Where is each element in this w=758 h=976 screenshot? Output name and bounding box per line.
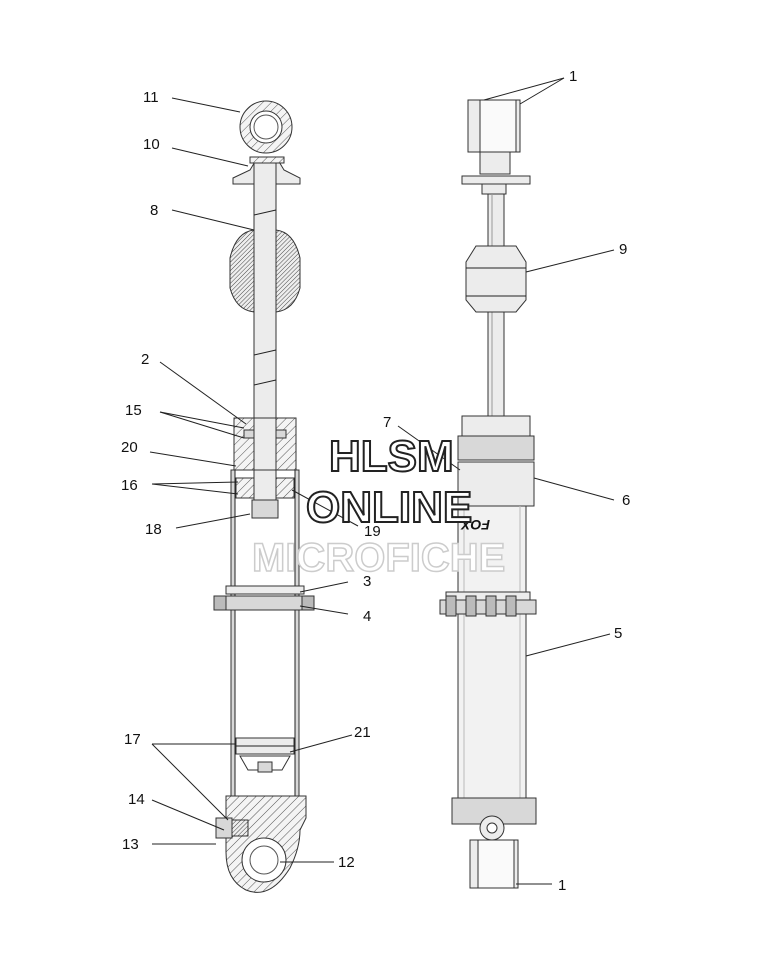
callout-16: 16: [121, 477, 138, 494]
leader-lines: [149, 77, 615, 885]
callout-3: 3: [363, 573, 371, 590]
watermark: HLSM ONLINE MICROFICHE: [251, 431, 506, 581]
watermark-line-2: ONLINE: [306, 483, 472, 532]
callout-4: 4: [363, 608, 371, 625]
bearing-cap: [457, 435, 535, 461]
sectional-view: [213, 100, 315, 893]
seal-head-cap: [461, 415, 531, 437]
callout-17: 17: [124, 731, 141, 748]
callout-13: 13: [122, 836, 139, 853]
callout-20: 20: [121, 439, 138, 456]
callout-9: 9: [619, 241, 627, 258]
shock-body: [457, 505, 527, 807]
watermark-line-3: MICROFICHE: [252, 536, 505, 580]
callout-1-top: 1: [569, 68, 577, 85]
bump-stop: [465, 245, 527, 313]
bumper-left-half: [229, 229, 255, 313]
callout-14: 14: [128, 791, 145, 808]
eyelet-base: [249, 156, 285, 164]
callout-8: 8: [150, 202, 158, 219]
brand-logo: FOX: [460, 517, 490, 533]
piston-shaft: [253, 162, 277, 426]
callout-5: 5: [614, 625, 622, 642]
callout-11: 11: [143, 89, 159, 106]
preload-ring: [225, 585, 305, 595]
callout-2: 2: [141, 351, 149, 368]
callout-labels: 11 10 8 2 15 20 16 18 19 3 4 17 21 14 13…: [121, 68, 630, 894]
callout-21: 21: [354, 724, 371, 741]
watermark-line-1: HLSM: [329, 432, 454, 481]
external-view: FOX: [439, 99, 537, 889]
body-tube-left-wall: [230, 469, 236, 801]
callout-15: 15: [125, 402, 142, 419]
callout-10: 10: [143, 136, 160, 153]
bumper-right-half: [275, 229, 301, 313]
callout-18: 18: [145, 521, 162, 538]
upper-spring-retainer: [461, 175, 531, 185]
callout-1-bottom: 1: [558, 877, 566, 894]
callout-7: 7: [383, 414, 391, 431]
callout-19: 19: [364, 523, 381, 540]
callout-12: 12: [338, 854, 355, 871]
lock-ring: [213, 595, 315, 611]
callout-6: 6: [622, 492, 630, 509]
top-eyelet: [239, 100, 293, 154]
